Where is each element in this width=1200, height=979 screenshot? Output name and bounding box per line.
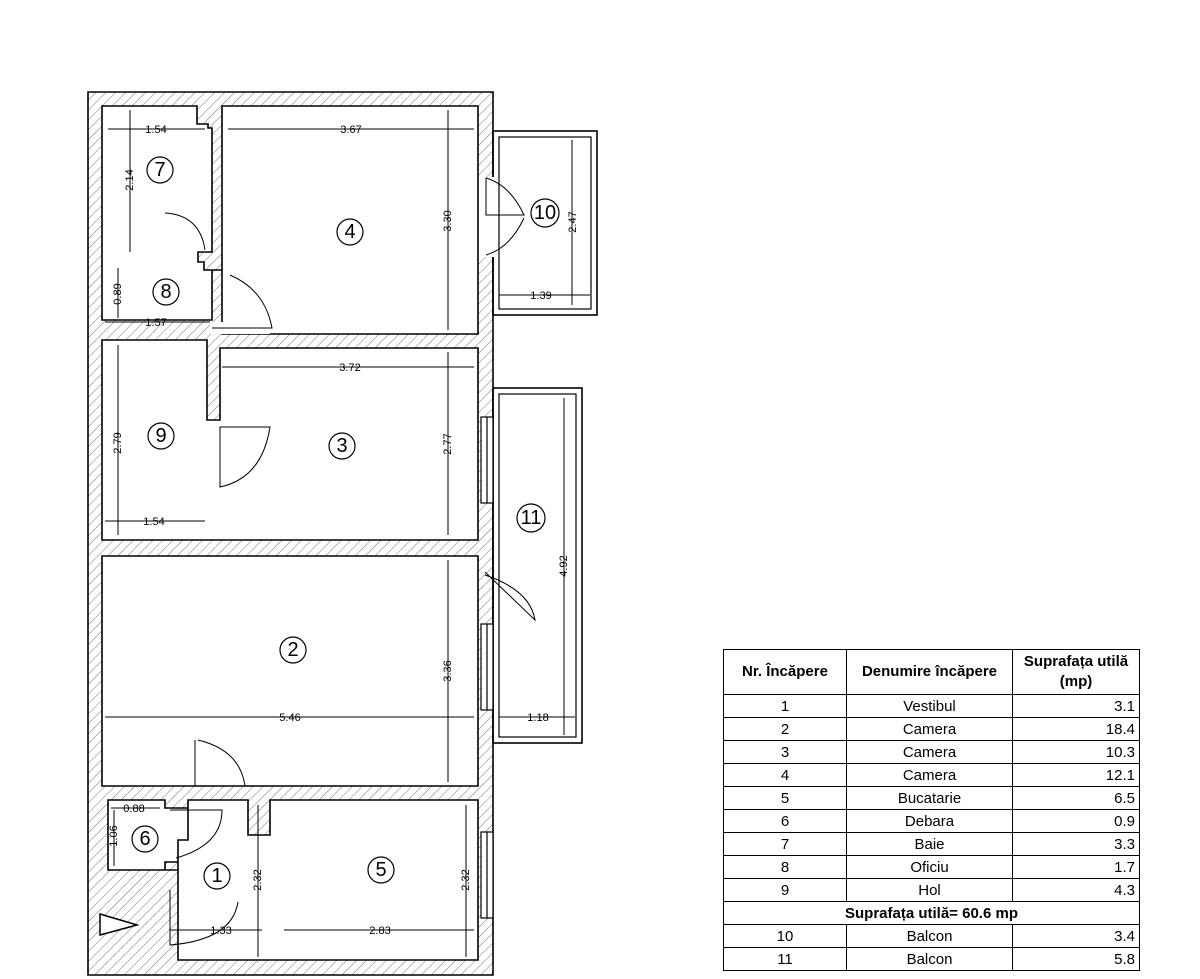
dim-label: 1.57 <box>145 317 166 329</box>
header-area: Suprafața utilă (mp) <box>1012 649 1140 695</box>
dim-label: 2.14 <box>124 169 136 190</box>
room-number: 6 <box>139 828 150 850</box>
table-row: 1 Vestibul 3.1 <box>723 694 1140 718</box>
doors <box>164 177 536 946</box>
header-name: Denumire încăpere <box>846 649 1013 695</box>
cell-nr: 3 <box>723 740 847 764</box>
cell-area: 12.1 <box>1012 763 1140 787</box>
table-row: 11 Balcon 5.8 <box>723 947 1140 971</box>
balcony-11-inner <box>498 393 577 738</box>
dim-label: 3.67 <box>340 124 361 136</box>
cell-area: 3.3 <box>1012 832 1140 856</box>
dim-label: 1.33 <box>210 925 231 937</box>
dim-label: 2.77 <box>442 433 454 454</box>
dim-label: 1.54 <box>145 124 166 136</box>
room-number: 7 <box>154 159 165 181</box>
table-header-row: Nr. Încăpere Denumire încăpere Suprafața… <box>723 649 1140 695</box>
cell-area: 6.5 <box>1012 786 1140 810</box>
table-row: 4 Camera 12.1 <box>723 763 1140 787</box>
room-number: 11 <box>521 507 542 529</box>
dim-label: 0.88 <box>123 803 144 815</box>
area-table: Nr. Încăpere Denumire încăpere Suprafața… <box>723 649 1140 971</box>
table-row: 8 Oficiu 1.7 <box>723 855 1140 879</box>
cell-nr: 1 <box>723 694 847 718</box>
room-numbers: 1 2 3 4 5 6 7 8 9 10 11 <box>139 159 556 887</box>
dim-label: 3.30 <box>442 210 454 231</box>
cell-area: 0.9 <box>1012 809 1140 833</box>
dim-label: 2.32 <box>460 869 472 890</box>
table-row: 5 Bucatarie 6.5 <box>723 786 1140 810</box>
cell-name: Camera <box>846 763 1013 787</box>
table-row: 9 Hol 4.3 <box>723 878 1140 902</box>
table-row: 7 Baie 3.3 <box>723 832 1140 856</box>
cell-name: Vestibul <box>846 694 1013 718</box>
balcony-10-inner <box>498 136 592 310</box>
cell-name: Balcon <box>846 924 1013 948</box>
room-markers <box>131 156 560 890</box>
cell-area: 3.1 <box>1012 694 1140 718</box>
cell-nr: 5 <box>723 786 847 810</box>
table-row: 2 Camera 18.4 <box>723 717 1140 741</box>
cell-nr: 4 <box>723 763 847 787</box>
room-number: 3 <box>336 435 347 457</box>
dim-label: 4.92 <box>558 555 570 576</box>
cell-name: Baie <box>846 832 1013 856</box>
room-number: 4 <box>344 221 355 243</box>
dim-label: 1.06 <box>108 825 120 846</box>
cell-name: Oficiu <box>846 855 1013 879</box>
room-number: 9 <box>155 425 166 447</box>
dim-label: 3.72 <box>339 362 360 374</box>
room-number: 1 <box>211 865 222 887</box>
table-row: 3 Camera 10.3 <box>723 740 1140 764</box>
dim-label: 2.79 <box>112 432 124 453</box>
cell-area: 10.3 <box>1012 740 1140 764</box>
room-number: 2 <box>287 639 298 661</box>
table-total-row: Suprafața utilă= 60.6 mp <box>723 901 1140 925</box>
dim-label: 1.18 <box>527 712 548 724</box>
cell-nr: 8 <box>723 855 847 879</box>
cell-nr: 7 <box>723 832 847 856</box>
cell-nr: 11 <box>723 947 847 971</box>
dim-label: 3.36 <box>442 660 454 681</box>
dimension-lines <box>105 110 590 957</box>
table-row: 6 Debara 0.9 <box>723 809 1140 833</box>
dim-label: 2.83 <box>369 925 390 937</box>
table-row: 10 Balcon 3.4 <box>723 924 1140 948</box>
cell-area: 5.8 <box>1012 947 1140 971</box>
windows <box>480 416 494 919</box>
dim-label: 2.32 <box>252 869 264 890</box>
header-nr: Nr. Încăpere <box>723 649 847 695</box>
cell-area: 4.3 <box>1012 878 1140 902</box>
room-number: 5 <box>375 859 386 881</box>
dim-label: 5.46 <box>279 712 300 724</box>
walls <box>87 91 494 976</box>
dim-label: 0.89 <box>112 283 124 304</box>
cell-nr: 10 <box>723 924 847 948</box>
cell-name: Hol <box>846 878 1013 902</box>
room-number: 10 <box>534 202 556 224</box>
room-number: 8 <box>160 281 171 303</box>
cell-name: Debara <box>846 809 1013 833</box>
cell-area: 18.4 <box>1012 717 1140 741</box>
total-area: Suprafața utilă= 60.6 mp <box>723 901 1140 925</box>
cell-name: Bucatarie <box>846 786 1013 810</box>
cell-nr: 6 <box>723 809 847 833</box>
cell-name: Balcon <box>846 947 1013 971</box>
dim-label: 2.47 <box>567 211 579 232</box>
cell-area: 3.4 <box>1012 924 1140 948</box>
dim-label: 1.54 <box>143 516 164 528</box>
entrance-arrow-icon <box>99 912 140 936</box>
cell-nr: 2 <box>723 717 847 741</box>
dim-label: 1.39 <box>530 290 551 302</box>
cell-name: Camera <box>846 717 1013 741</box>
balcony-11-outline <box>492 387 583 744</box>
cell-nr: 9 <box>723 878 847 902</box>
dimension-labels: 1.54 2.14 3.67 3.30 2.47 1.39 0.89 1.57 … <box>108 124 579 937</box>
cell-name: Camera <box>846 740 1013 764</box>
cell-area: 1.7 <box>1012 855 1140 879</box>
